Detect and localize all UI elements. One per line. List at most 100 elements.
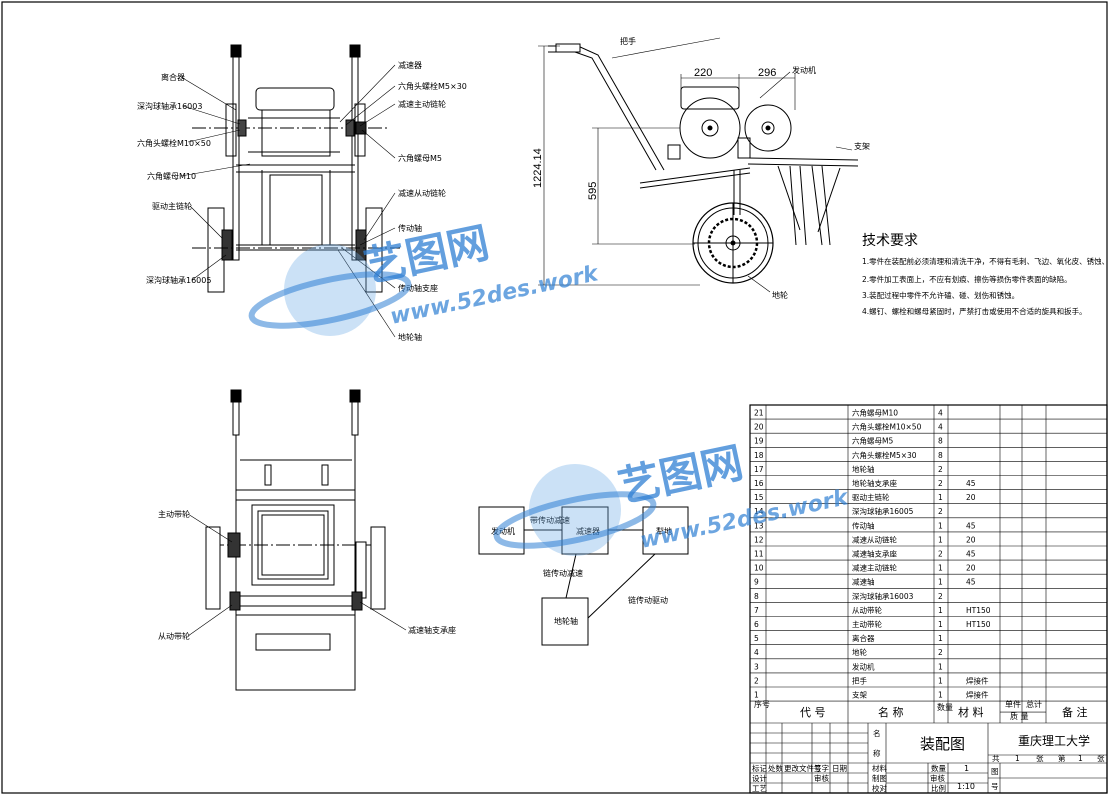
label-handle: 把手	[620, 36, 636, 46]
bom-row-no: 5	[754, 634, 759, 643]
bom-row-material: 20	[966, 535, 976, 544]
left-review: 审核	[814, 773, 829, 783]
label-name-1: 名	[873, 728, 881, 738]
bom-row-qty: 8	[938, 437, 943, 446]
bom-row-no: 14	[754, 507, 764, 516]
bom-header-name: 名 称	[878, 705, 904, 719]
bom-row-qty: 8	[938, 451, 943, 460]
watermark-1: 艺图网 www.52des.work	[248, 218, 602, 336]
bom-row-qty: 1	[938, 662, 943, 671]
tech-title: 技术要求	[862, 233, 918, 249]
rev-file: 更改文件号	[784, 763, 822, 773]
bom-row-no: 19	[754, 437, 764, 446]
top-view-leaders	[187, 513, 407, 637]
bom-row-qty: 2	[938, 592, 943, 601]
label-shaft-support: 传动轴支座	[398, 283, 438, 293]
tech-item-3: 3.装配过程中零件不允许磕、碰、划伤和锈蚀。	[862, 290, 1019, 300]
flow-chain2-label: 链传动驱动	[628, 595, 668, 605]
bom-row-name: 六角螺母M10	[852, 408, 898, 418]
label-nut-m5: 六角螺母M5	[398, 153, 442, 163]
flow-tiller-label: 犁地	[656, 526, 672, 536]
bom-row-no: 16	[754, 479, 764, 488]
label-wheel-axle: 地轮轴	[398, 332, 422, 342]
bom-row-name: 地轮轴支承座	[852, 478, 897, 488]
bom-row-name: 地轮轴	[852, 464, 875, 474]
mid-label-3: 审核	[930, 773, 945, 783]
rev-date: 日期	[832, 764, 847, 773]
bom-row-no: 17	[754, 465, 764, 474]
bom-row-no: 1	[754, 691, 759, 700]
bom-row-qty: 1	[938, 676, 943, 685]
bom-header-total: 总计	[1026, 699, 1042, 709]
bom-row-no: 2	[754, 676, 759, 685]
bom-row-no: 9	[754, 578, 759, 587]
bom-row-qty: 1	[938, 691, 943, 700]
bom-row-qty: 1	[938, 578, 943, 587]
side-view	[548, 43, 859, 284]
bom-row-name: 深沟球轴承16003	[852, 591, 914, 601]
bom-row-qty: 4	[938, 423, 943, 432]
bom-row-material: HT150	[966, 606, 991, 615]
bom-row-no: 11	[754, 550, 764, 559]
bom-row-no: 10	[754, 564, 764, 573]
label-driven-pulley: 从动带轮	[158, 631, 190, 641]
label-bolt-m10x50: 六角头螺栓M10×50	[137, 138, 211, 148]
bom-row-name: 驱动主链轮	[852, 492, 890, 502]
watermark-brand-2: 艺图网	[614, 438, 747, 512]
bom-table	[749, 404, 1108, 794]
title-block-text: 装配图 重庆理工大学 名 称 图 号 共 1 张 第 1 张 材料 数量 比例 …	[752, 728, 1105, 793]
bom-row-no: 21	[754, 409, 764, 418]
bom-row-name: 地轮	[852, 647, 867, 657]
label-drive-sprocket: 驱动主链轮	[152, 201, 192, 211]
bom-row-name: 从动带轮	[852, 605, 882, 615]
bom-row-name: 六角螺母M5	[852, 436, 893, 446]
bom-row-qty: 2	[938, 648, 943, 657]
side-view-text: 220 296 1224.14 595 把手 发动机 支架 地轮	[532, 36, 870, 300]
bom-row-qty: 2	[938, 465, 943, 474]
bom-header-qty: 数量	[937, 702, 953, 712]
label-drawno-1: 图	[991, 767, 999, 776]
small-scale: 比例	[931, 783, 946, 793]
label-clutch: 离合器	[161, 72, 185, 82]
label-name-2: 称	[873, 748, 881, 758]
label-reducer-drive-sprocket: 减速主动链轮	[398, 99, 446, 109]
bom-row-material: 20	[966, 564, 976, 573]
bom-row-material: 20	[966, 493, 976, 502]
tech-item-2: 2.零件加工表面上，不应有划痕、擦伤等损伤零件表面的缺陷。	[862, 274, 1072, 284]
tech-requirements: 技术要求 1.零件在装配前必须清理和清洗干净，不得有毛刺、飞边、氧化皮、锈蚀、切…	[862, 233, 1109, 316]
label-bolt-m5x30: 六角头螺栓M5×30	[398, 81, 467, 91]
bom-row-name: 减速轴	[852, 577, 875, 587]
bom-row-no: 18	[754, 451, 764, 460]
bom-row-qty: 4	[938, 409, 943, 418]
sheets-1: 共	[992, 754, 1000, 763]
rev-count: 处数	[768, 763, 783, 773]
watermark-globe-icon-2	[493, 464, 657, 556]
bom-row-qty: 2	[938, 550, 943, 559]
bom-header: 序号 代 号 名 称 数量 材 料 单件 总计 质 量 备 注	[754, 699, 1088, 721]
bom-row-material: HT150	[966, 620, 991, 629]
mid-label-2: 校对	[872, 783, 887, 793]
sheets-4: 第	[1058, 753, 1066, 763]
bom-row-name: 六角头螺栓M5×30	[852, 450, 917, 460]
bom-row-name: 主动带轮	[852, 619, 882, 629]
qty-value: 1	[964, 764, 969, 773]
bom-row-name: 发动机	[852, 661, 875, 671]
label-bearing-16005: 深沟球轴承16005	[146, 275, 211, 285]
rev-mark: 标记	[752, 763, 767, 773]
bom-header-note: 备 注	[1062, 705, 1088, 719]
bom-row-no: 6	[754, 620, 759, 629]
bom-row-no: 4	[754, 648, 759, 657]
flow-reducer-label: 减速器	[576, 526, 600, 536]
bom-header-mat: 材 料	[958, 705, 984, 719]
small-qty: 数量	[931, 763, 946, 773]
label-nut-m10: 六角螺母M10	[147, 171, 196, 181]
sheets-3: 张	[1036, 754, 1044, 763]
scale-value: 1:10	[957, 782, 975, 791]
label-reducer-support: 减速轴支承座	[408, 625, 456, 635]
bom-row-no: 3	[754, 662, 759, 671]
bom-row-name: 深沟球轴承16005	[852, 506, 914, 516]
label-drive-shaft: 传动轴	[398, 223, 422, 233]
label-reducer: 减速器	[398, 60, 422, 70]
